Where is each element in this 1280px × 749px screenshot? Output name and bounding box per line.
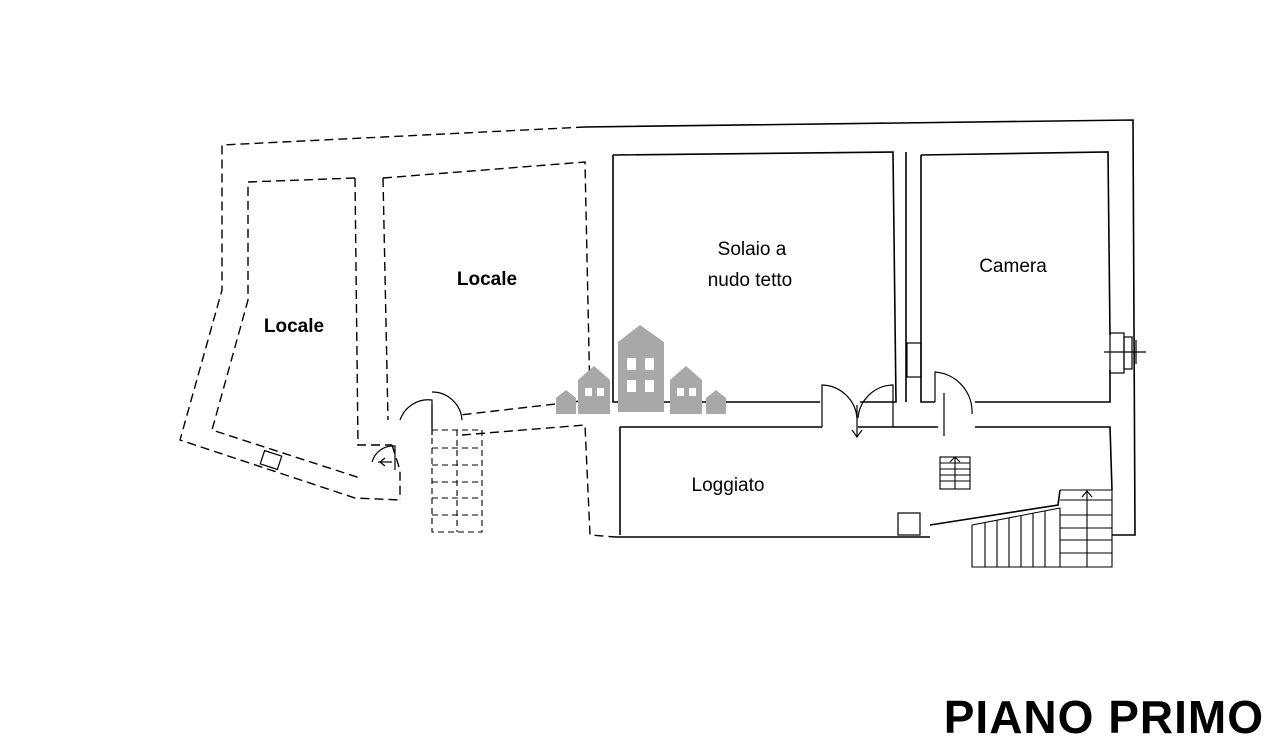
external-stair-dashed [431, 429, 483, 533]
room-label-loggiato: Loggiato [692, 475, 765, 496]
doors [259, 371, 973, 471]
houses-watermark-icon [556, 325, 726, 414]
room-label-locale-left: Locale [264, 316, 324, 337]
solid-walls [584, 119, 1146, 538]
stairs [431, 429, 1113, 568]
room-label-camera: Camera [979, 256, 1047, 277]
room-label-solaio-line2: nudo tetto [708, 270, 793, 291]
plan-title: PIANO PRIMO [944, 691, 1264, 743]
room-label-locale-center: Locale [457, 269, 517, 290]
dashed-outer-walls [179, 126, 616, 538]
room-label-solaio-line1: Solaio a [718, 239, 787, 260]
interior-stair [939, 456, 971, 490]
external-stair-right [971, 489, 1113, 568]
